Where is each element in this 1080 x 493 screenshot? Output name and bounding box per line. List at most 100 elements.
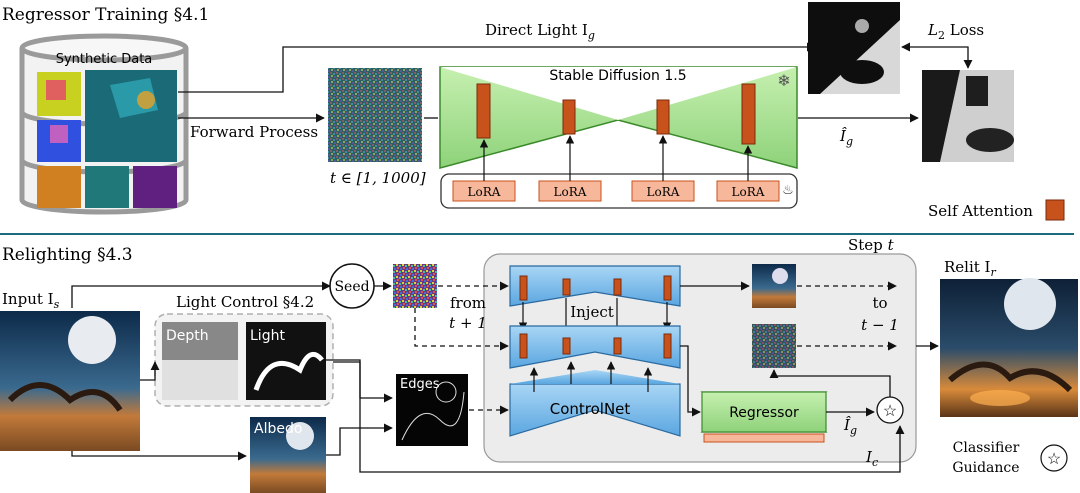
input-label: Input Is bbox=[2, 290, 60, 311]
predicted-light-label: Îg bbox=[839, 127, 853, 148]
self-attention-legend-label: Self Attention bbox=[928, 202, 1033, 220]
lora-container bbox=[440, 173, 798, 209]
relighting-section-title: Relighting §4.3 bbox=[2, 245, 133, 265]
l2-loss-arrow bbox=[901, 42, 973, 69]
l2-loss-label: L2 Loss bbox=[927, 21, 984, 42]
star-icon: ☆ bbox=[1047, 449, 1061, 468]
light-label: Light bbox=[250, 328, 285, 344]
shadow-region bbox=[966, 76, 988, 106]
self-attention-block bbox=[663, 333, 672, 359]
edges-image bbox=[396, 374, 468, 446]
regressor-lora-strip bbox=[703, 433, 825, 443]
guided-output-image bbox=[752, 324, 796, 368]
lora-label: LoRA bbox=[554, 185, 587, 199]
campfire-glow bbox=[970, 390, 1030, 406]
cube-shape bbox=[50, 125, 68, 143]
synthetic-data-database: Synthetic Data bbox=[19, 33, 189, 215]
shadow-region bbox=[840, 60, 884, 84]
moon-shape bbox=[68, 316, 116, 364]
synthetic-thumb-orange bbox=[37, 166, 81, 208]
lora-label: LoRA bbox=[468, 185, 501, 199]
albedo-to-edges-arrow bbox=[326, 423, 393, 456]
self-attention-block bbox=[562, 278, 571, 296]
initial-noise-image bbox=[393, 264, 437, 308]
edges-pattern bbox=[401, 391, 465, 441]
relit-label: Relit Ir bbox=[944, 258, 997, 279]
ic-label: Ic bbox=[865, 448, 878, 469]
forward-process-label: Forward Process bbox=[190, 123, 318, 141]
direct-light-label: Direct Light Ig bbox=[485, 21, 595, 42]
edges-label: Edges bbox=[400, 377, 440, 392]
self-attention-block bbox=[613, 278, 622, 296]
noise-tint bbox=[328, 68, 422, 162]
stable-diffusion-label: Stable Diffusion 1.5 bbox=[549, 68, 686, 84]
input-to-albedo-arrow bbox=[71, 451, 247, 461]
regressor-section-title: Regressor Training §4.1 bbox=[2, 5, 209, 25]
self-attention-block bbox=[663, 275, 672, 301]
to-label: to bbox=[872, 294, 887, 312]
self-attention-block bbox=[476, 83, 491, 139]
albedo-label: Albedo bbox=[254, 421, 302, 437]
self-attention-legend-swatch bbox=[1045, 199, 1065, 221]
lora-label: LoRA bbox=[732, 185, 765, 199]
edges-pattern bbox=[435, 381, 457, 403]
cube-shape bbox=[46, 80, 66, 100]
timestep-range-label: t ∈ [1, 1000] bbox=[330, 169, 426, 187]
unet-waist-cut bbox=[440, 67, 797, 120]
moon-shape bbox=[286, 422, 314, 450]
synthetic-thumb-purple bbox=[133, 166, 177, 208]
regressor-label: Regressor bbox=[729, 405, 799, 421]
shadow-region bbox=[808, 2, 900, 94]
self-attention-block bbox=[613, 337, 622, 355]
unet-to-regressor-arrow bbox=[680, 345, 701, 417]
denoising-unet-top bbox=[509, 265, 681, 307]
input-to-control-arrow bbox=[140, 361, 160, 381]
synthetic-data-label: Synthetic Data bbox=[56, 52, 153, 67]
controlnet-label: ControlNet bbox=[550, 400, 631, 418]
guidance-feedback-arrow bbox=[769, 369, 891, 397]
to-t-label: t − 1 bbox=[861, 316, 899, 334]
tree-shape bbox=[7, 382, 123, 412]
step-label: Step t bbox=[848, 236, 895, 254]
seed-label: Seed bbox=[334, 279, 369, 295]
shadow-region bbox=[922, 70, 960, 162]
tree-shape bbox=[948, 361, 1073, 393]
depth-foreground bbox=[162, 360, 238, 400]
star-icon: ☆ bbox=[883, 401, 897, 420]
light-control-label: Light Control §4.2 bbox=[176, 293, 314, 311]
from-label: from bbox=[450, 294, 486, 312]
self-attention-block bbox=[562, 99, 576, 135]
lora-blocks: LoRA LoRA LoRA LoRA ♨ bbox=[452, 180, 794, 202]
light-pattern bbox=[253, 351, 324, 391]
noisy-image bbox=[328, 68, 422, 162]
light-condition-arrow bbox=[326, 359, 905, 473]
moon-shape bbox=[1004, 278, 1056, 330]
sphere-shape bbox=[855, 19, 869, 33]
shadow-region bbox=[966, 128, 1014, 152]
noise-tint bbox=[752, 324, 796, 368]
snowflake-frozen-icon: ❄ bbox=[777, 71, 790, 90]
direct-light-arrow bbox=[178, 42, 816, 93]
lora-label: LoRA bbox=[647, 185, 680, 199]
moon-shape bbox=[772, 268, 788, 284]
controlnet-top bbox=[510, 370, 680, 384]
flame-trainable-icon: ♨ bbox=[782, 183, 794, 198]
self-attention-block bbox=[656, 99, 670, 135]
noise-to-guided-unet-arrow bbox=[414, 308, 509, 351]
self-attention-block bbox=[741, 83, 756, 145]
classifier-guidance-legend bbox=[1040, 444, 1068, 472]
synthetic-thumb-teal bbox=[85, 166, 129, 208]
seed-to-input-arrow bbox=[71, 281, 331, 308]
self-attention-block bbox=[519, 333, 528, 359]
regressor-ig-label: Îg bbox=[843, 416, 857, 437]
sphere-shape bbox=[137, 91, 155, 109]
self-attention-block bbox=[519, 275, 528, 301]
classifier-label: Classifier bbox=[953, 440, 1020, 456]
from-t-label: t + 1 bbox=[449, 314, 487, 332]
guidance-label: Guidance bbox=[952, 460, 1019, 476]
inject-label: Inject bbox=[570, 303, 614, 321]
regressor-body bbox=[701, 391, 827, 433]
light-to-edges-arrow bbox=[333, 361, 393, 403]
denoising-unet-guided bbox=[509, 325, 681, 369]
